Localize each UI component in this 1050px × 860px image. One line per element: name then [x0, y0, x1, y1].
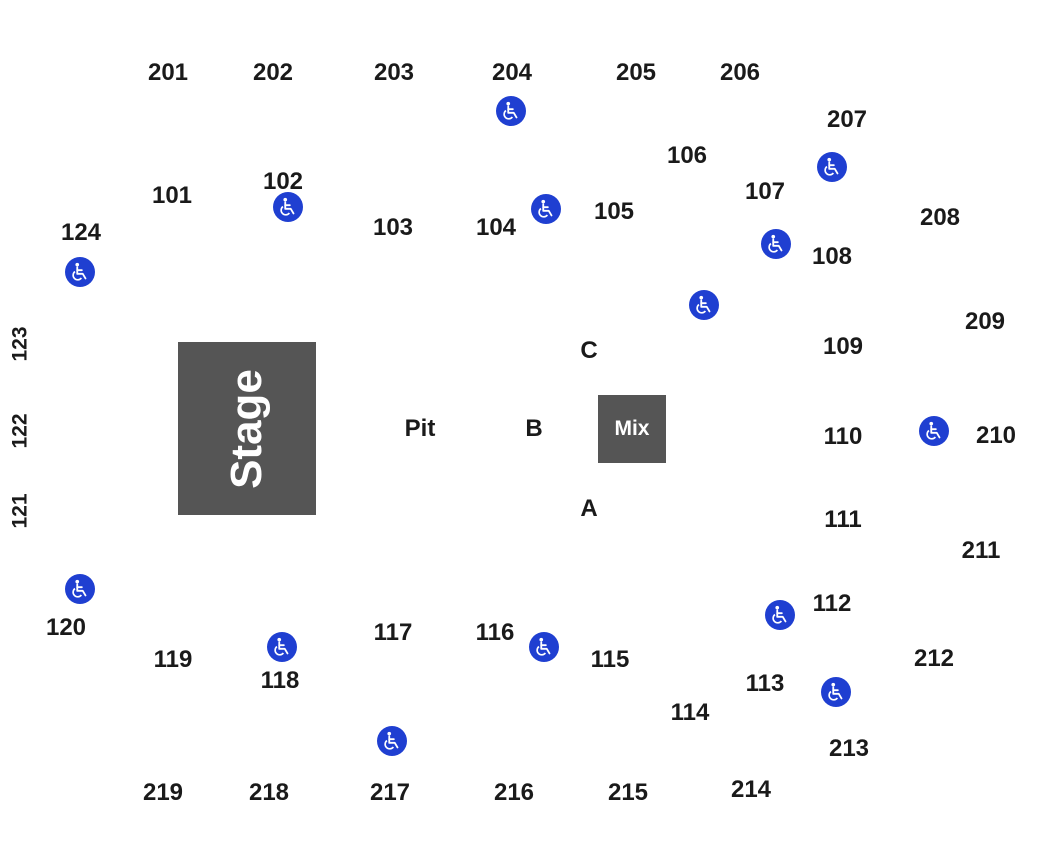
section-113[interactable]: 113	[745, 670, 785, 697]
section-117[interactable]: 117	[373, 619, 413, 646]
section-105[interactable]: 105	[593, 198, 635, 225]
floor-zone-c[interactable]: C	[580, 337, 598, 364]
section-206[interactable]: 206	[719, 59, 761, 86]
wheelchair-icon	[765, 600, 795, 630]
stage-label: Stage	[221, 368, 271, 489]
mix-position: Mix	[598, 395, 666, 463]
section-106[interactable]: 106	[666, 142, 708, 169]
section-114[interactable]: 114	[670, 699, 710, 726]
floor-zone-pit[interactable]: Pit	[404, 415, 436, 442]
section-102[interactable]: 102	[262, 168, 304, 195]
wheelchair-icon	[377, 726, 407, 756]
section-109[interactable]: 109	[822, 333, 864, 360]
section-203[interactable]: 203	[373, 59, 415, 86]
section-217[interactable]: 217	[369, 779, 411, 806]
section-202[interactable]: 202	[252, 59, 294, 86]
wheelchair-icon	[496, 96, 526, 126]
section-120[interactable]: 120	[45, 614, 87, 641]
section-215[interactable]: 215	[607, 779, 649, 806]
section-216[interactable]: 216	[493, 779, 535, 806]
section-122[interactable]: 122	[8, 413, 32, 449]
wheelchair-icon	[817, 152, 847, 182]
wheelchair-icon	[65, 574, 95, 604]
section-111[interactable]: 111	[824, 506, 862, 533]
section-209[interactable]: 209	[964, 308, 1006, 335]
wheelchair-icon	[65, 257, 95, 287]
section-212[interactable]: 212	[913, 645, 955, 672]
wheelchair-icon	[529, 632, 559, 662]
section-101[interactable]: 101	[151, 182, 193, 209]
section-210[interactable]: 210	[975, 422, 1017, 449]
section-115[interactable]: 115	[590, 646, 630, 673]
section-108[interactable]: 108	[811, 243, 853, 270]
wheelchair-icon	[267, 632, 297, 662]
wheelchair-icon	[531, 194, 561, 224]
section-201[interactable]: 201	[147, 59, 189, 86]
section-119[interactable]: 119	[153, 646, 193, 673]
section-118[interactable]: 118	[260, 667, 300, 694]
section-124[interactable]: 124	[60, 219, 102, 246]
section-107[interactable]: 107	[744, 178, 786, 205]
floor-zone-a[interactable]: A	[580, 495, 598, 522]
section-214[interactable]: 214	[730, 776, 772, 803]
section-112[interactable]: 112	[812, 590, 852, 617]
section-104[interactable]: 104	[475, 214, 517, 241]
wheelchair-icon	[689, 290, 719, 320]
section-116[interactable]: 116	[475, 619, 515, 646]
section-204[interactable]: 204	[491, 59, 533, 86]
floor-zone-b[interactable]: B	[525, 415, 543, 442]
wheelchair-icon	[919, 416, 949, 446]
stage: Stage	[178, 342, 316, 515]
section-207[interactable]: 207	[826, 106, 868, 133]
wheelchair-icon	[761, 229, 791, 259]
section-211[interactable]: 211	[961, 537, 1001, 564]
section-213[interactable]: 213	[828, 735, 870, 762]
section-103[interactable]: 103	[372, 214, 414, 241]
wheelchair-icon	[821, 677, 851, 707]
section-218[interactable]: 218	[248, 779, 290, 806]
mix-label: Mix	[614, 417, 650, 440]
wheelchair-icon	[273, 192, 303, 222]
section-123[interactable]: 123	[8, 326, 32, 362]
section-219[interactable]: 219	[142, 779, 184, 806]
section-121[interactable]: 121	[8, 493, 32, 529]
section-205[interactable]: 205	[615, 59, 657, 86]
section-208[interactable]: 208	[919, 204, 961, 231]
section-110[interactable]: 110	[823, 423, 863, 450]
